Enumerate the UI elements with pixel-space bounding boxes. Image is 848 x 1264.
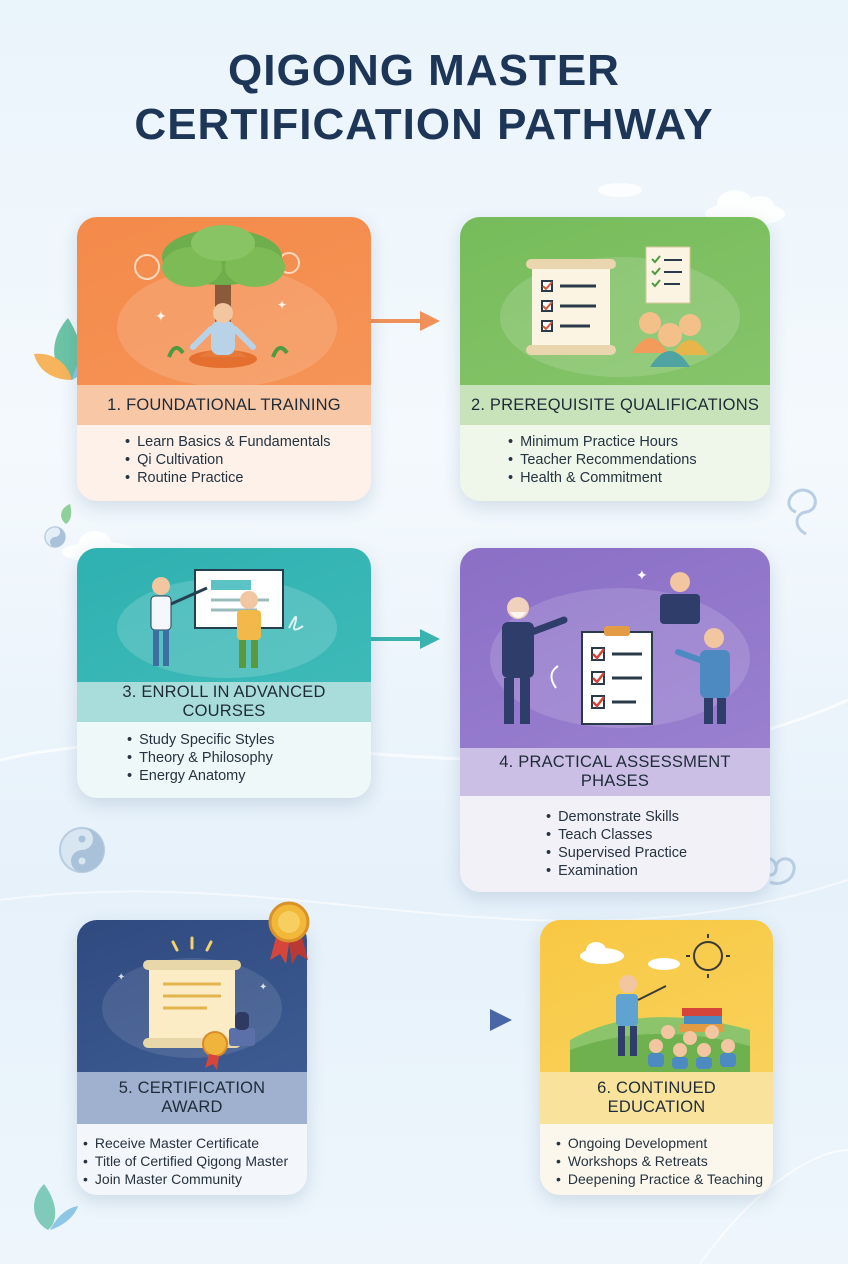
step-card-2: 2. PREREQUISITE QUALIFICATIONS Minimum P… bbox=[460, 217, 770, 501]
svg-text:✦: ✦ bbox=[277, 298, 287, 312]
list-item: Qi Cultivation bbox=[125, 451, 371, 469]
step-3-list: Study Specific Styles Theory & Philosoph… bbox=[77, 731, 371, 785]
step-2-label: 2. PREREQUISITE QUALIFICATIONS bbox=[460, 385, 770, 425]
meditation-tree-icon: ✦ ✦ bbox=[117, 225, 337, 385]
step-card-3: 3. ENROLL IN ADVANCED COURSES Study Spec… bbox=[77, 548, 371, 798]
step-2-illustration bbox=[460, 217, 770, 385]
list-item: Study Specific Styles bbox=[127, 731, 371, 749]
list-item: Deepening Practice & Teaching bbox=[556, 1170, 773, 1188]
step-3-label: 3. ENROLL IN ADVANCED COURSES bbox=[77, 682, 371, 722]
svg-text:✦: ✦ bbox=[117, 972, 125, 983]
step-6-list: Ongoing Development Workshops & Retreats… bbox=[540, 1134, 773, 1188]
arrow-step3-to-step4 bbox=[370, 629, 440, 649]
checklist-scroll-icon bbox=[500, 246, 740, 377]
step-3-illustration bbox=[77, 548, 371, 682]
list-item: Teach Classes bbox=[546, 826, 770, 844]
step-6-label: 6. CONTINUED EDUCATION bbox=[540, 1072, 773, 1124]
title-line-1: QIGONG MASTER bbox=[228, 46, 620, 95]
list-item: Routine Practice bbox=[125, 469, 371, 487]
step-card-4: ✦ 4. PRACTICAL ASSESSMENT PHASES Demonst… bbox=[460, 548, 770, 892]
list-item: Join Master Community bbox=[83, 1170, 307, 1188]
list-item: Ongoing Development bbox=[556, 1134, 773, 1152]
step-1-label: 1. FOUNDATIONAL TRAINING bbox=[77, 385, 371, 425]
list-item: Energy Anatomy bbox=[127, 767, 371, 785]
step-1-illustration: ✦ ✦ bbox=[77, 217, 371, 385]
leaf-icon bbox=[61, 504, 72, 524]
list-item: Health & Commitment bbox=[508, 469, 770, 487]
certificate-scroll-icon: ✦ ✦ bbox=[102, 936, 282, 1070]
leaf-icon bbox=[33, 1184, 78, 1230]
step-5-illustration: ✦ ✦ bbox=[77, 920, 307, 1072]
list-item: Title of Certified Qigong Master bbox=[83, 1152, 307, 1170]
step-1-list: Learn Basics & Fundamentals Qi Cultivati… bbox=[77, 433, 371, 487]
list-item: Theory & Philosophy bbox=[127, 749, 371, 767]
assessment-clipboard-icon: ✦ bbox=[490, 567, 750, 728]
title-line-2: CERTIFICATION PATHWAY bbox=[134, 100, 714, 149]
yin-yang-icon bbox=[44, 526, 66, 548]
step-2-list: Minimum Practice Hours Teacher Recommend… bbox=[460, 433, 770, 487]
step-4-list: Demonstrate Skills Teach Classes Supervi… bbox=[460, 808, 770, 880]
svg-text:✦: ✦ bbox=[155, 308, 167, 324]
step-card-5: ✦ ✦ 5. CERTIFICATION AWARD Receive Maste… bbox=[77, 920, 307, 1195]
swirl-icon bbox=[787, 488, 817, 536]
step-5-list: Receive Master Certificate Title of Cert… bbox=[77, 1134, 307, 1188]
step-6-illustration bbox=[540, 920, 773, 1072]
list-item: Supervised Practice bbox=[546, 844, 770, 862]
list-item: Examination bbox=[546, 862, 770, 880]
award-ribbon-icon bbox=[268, 901, 310, 964]
step-card-1: ✦ ✦ 1. FOUNDATIONAL TRAINING Learn Basic… bbox=[77, 217, 371, 501]
list-item: Minimum Practice Hours bbox=[508, 433, 770, 451]
yin-yang-icon bbox=[59, 827, 105, 873]
list-item: Teacher Recommendations bbox=[508, 451, 770, 469]
list-item: Demonstrate Skills bbox=[546, 808, 770, 826]
page-title: QIGONG MASTER CERTIFICATION PATHWAY bbox=[0, 44, 848, 152]
svg-text:✦: ✦ bbox=[259, 982, 267, 993]
outdoor-teaching-icon bbox=[570, 934, 750, 1072]
list-item: Workshops & Retreats bbox=[556, 1152, 773, 1170]
arrow-step5-to-step6 bbox=[342, 1009, 512, 1031]
step-4-illustration: ✦ bbox=[460, 548, 770, 748]
classroom-icon bbox=[117, 569, 337, 678]
step-5-label: 5. CERTIFICATION AWARD bbox=[77, 1072, 307, 1124]
arrow-step1-to-step2 bbox=[370, 311, 440, 331]
step-4-label: 4. PRACTICAL ASSESSMENT PHASES bbox=[460, 748, 770, 796]
list-item: Learn Basics & Fundamentals bbox=[125, 433, 371, 451]
svg-text:✦: ✦ bbox=[636, 567, 648, 583]
list-item: Receive Master Certificate bbox=[83, 1134, 307, 1152]
step-card-6: 6. CONTINUED EDUCATION Ongoing Developme… bbox=[540, 920, 773, 1195]
